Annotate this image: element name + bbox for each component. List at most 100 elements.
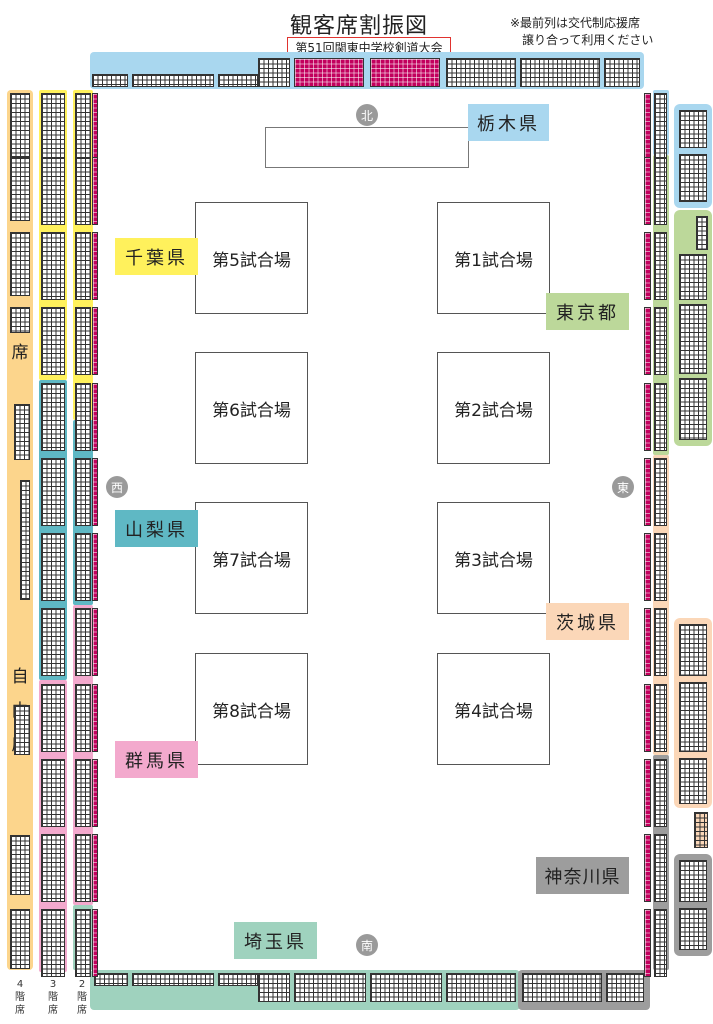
label-gunma: 群馬県 [115, 741, 198, 778]
seat-block-2f-right-4 [654, 307, 667, 375]
seat-block-2f-right-1 [654, 93, 667, 161]
floor-label-2f: 2 階 席 [72, 978, 92, 1017]
floor-label-3f: 3 階 席 [43, 978, 63, 1017]
seat-block-top-3 [218, 74, 258, 87]
seat-block-top-5 [446, 58, 516, 87]
seat-block-top-4 [258, 58, 290, 87]
seat-block-4f-2 [10, 157, 30, 221]
seat-block-outer-tochigi-1 [679, 110, 707, 148]
seat-block-bottom-6 [370, 973, 442, 1002]
floor-label-2f-kai: 階 [77, 992, 87, 1003]
front-row-block-left-3 [92, 232, 98, 300]
seat-block-4f-partial-3 [14, 705, 30, 755]
seat-block-4f-4 [10, 307, 30, 333]
label-chiba: 千葉県 [115, 238, 198, 275]
label-ibaraki: 茨城県 [546, 603, 629, 640]
seat-block-bottom-9 [606, 973, 644, 1002]
seat-block-3f-6 [41, 458, 65, 526]
floor-label-2f-num: 2 [78, 979, 86, 990]
seat-block-2f-right-2 [654, 157, 667, 225]
front-row-block-right-6 [644, 458, 651, 526]
seat-block-2f-right-8 [654, 608, 667, 676]
seat-block-top-7 [604, 58, 640, 87]
seat-block-2f-8 [75, 608, 91, 676]
front-row-block-right-1 [644, 93, 651, 161]
label-yamanashi: 山梨県 [115, 510, 198, 547]
floor-label-4f-kai: 階 [15, 992, 25, 1003]
seat-block-outer-tokyo-3 [679, 304, 707, 374]
seat-block-4f-5 [10, 835, 30, 895]
seat-block-outer-kanagawa-2 [679, 908, 707, 950]
free-seat-char-1: 自 [11, 667, 29, 687]
seat-block-top-1 [92, 74, 128, 87]
seat-block-2f-12 [75, 909, 91, 977]
front-row-block-right-2 [644, 157, 651, 225]
seat-block-2f-10 [75, 759, 91, 827]
seat-block-2f-right-11 [654, 834, 667, 902]
court-1: 第1試合場 [437, 202, 550, 314]
label-saitama: 埼玉県 [234, 922, 317, 959]
seat-block-bottom-5 [294, 973, 366, 1002]
seat-block-4f-6 [10, 909, 30, 969]
floor-label-3f-seki: 席 [48, 1005, 58, 1016]
seat-block-2f-7 [75, 533, 91, 601]
seat-block-2f-right-12 [654, 909, 667, 977]
seat-block-top-2 [132, 74, 214, 87]
court-5: 第5試合場 [195, 202, 308, 314]
free-seat-char-3: 席 [11, 343, 29, 363]
seat-block-top-6 [520, 58, 600, 87]
floor-label-4f-num: 4 [16, 979, 24, 990]
front-row-block-right-4 [644, 307, 651, 375]
seat-block-3f-4 [41, 307, 65, 375]
court-6: 第6試合場 [195, 352, 308, 464]
seat-block-3f-10 [41, 759, 65, 827]
floor-label-2f-seki: 席 [77, 1005, 87, 1016]
court-4: 第4試合場 [437, 653, 550, 765]
label-tochigi: 栃木県 [468, 104, 549, 141]
floor-label-4f-seki: 席 [15, 1005, 25, 1016]
seat-block-bottom-7 [446, 973, 516, 1002]
seat-block-2f-right-3 [654, 232, 667, 300]
seat-block-2f-right-7 [654, 533, 667, 601]
seat-block-4f-1 [10, 93, 30, 157]
seat-block-outer-ibaraki-3 [679, 758, 707, 804]
seat-block-2f-right-10 [654, 759, 667, 827]
gunma-stand-2f [73, 605, 93, 905]
label-kanagawa: 神奈川県 [536, 857, 629, 894]
seat-block-3f-3 [41, 232, 65, 300]
seat-block-2f-5 [75, 383, 91, 451]
front-row-block-left-12 [92, 909, 98, 977]
seat-block-4f-partial-1 [14, 404, 30, 460]
seat-block-4f-partial-2 [20, 480, 30, 600]
court-3: 第3試合場 [437, 502, 550, 614]
front-row-block-left-4 [92, 307, 98, 375]
note-line-1: ※最前列は交代制応援席 [510, 16, 641, 30]
west-marker: 西 [106, 476, 128, 498]
seat-block-3f-2 [41, 157, 65, 225]
seat-block-3f-1 [41, 93, 65, 161]
seat-block-3f-8 [41, 608, 65, 676]
floor-label-3f-num: 3 [49, 979, 57, 990]
seat-block-3f-11 [41, 834, 65, 902]
seat-block-outer-tokyo-1 [696, 216, 708, 250]
seat-block-3f-12 [41, 909, 65, 977]
seat-block-3f-7 [41, 533, 65, 601]
seat-block-2f-4 [75, 307, 91, 375]
front-row-block-left-5 [92, 383, 98, 451]
seat-block-bottom-8 [522, 973, 602, 1002]
front-row-block-left-1 [92, 93, 98, 161]
seat-block-outer-tokyo-2 [679, 254, 707, 300]
front-row-block-right-10 [644, 759, 651, 827]
north-marker: 北 [356, 104, 378, 126]
reserved-front-block-2 [370, 58, 440, 87]
front-row-block-left-7 [92, 533, 98, 601]
front-row-block-left-9 [92, 684, 98, 752]
front-row-block-right-9 [644, 684, 651, 752]
seat-block-bottom-4 [258, 973, 290, 1002]
seat-block-outer-ibaraki-1 [679, 624, 707, 676]
court-2: 第2試合場 [437, 352, 550, 464]
reserved-front-block-1 [294, 58, 364, 87]
front-row-block-right-7 [644, 533, 651, 601]
front-row-block-right-3 [644, 232, 651, 300]
seat-block-2f-right-5 [654, 383, 667, 451]
